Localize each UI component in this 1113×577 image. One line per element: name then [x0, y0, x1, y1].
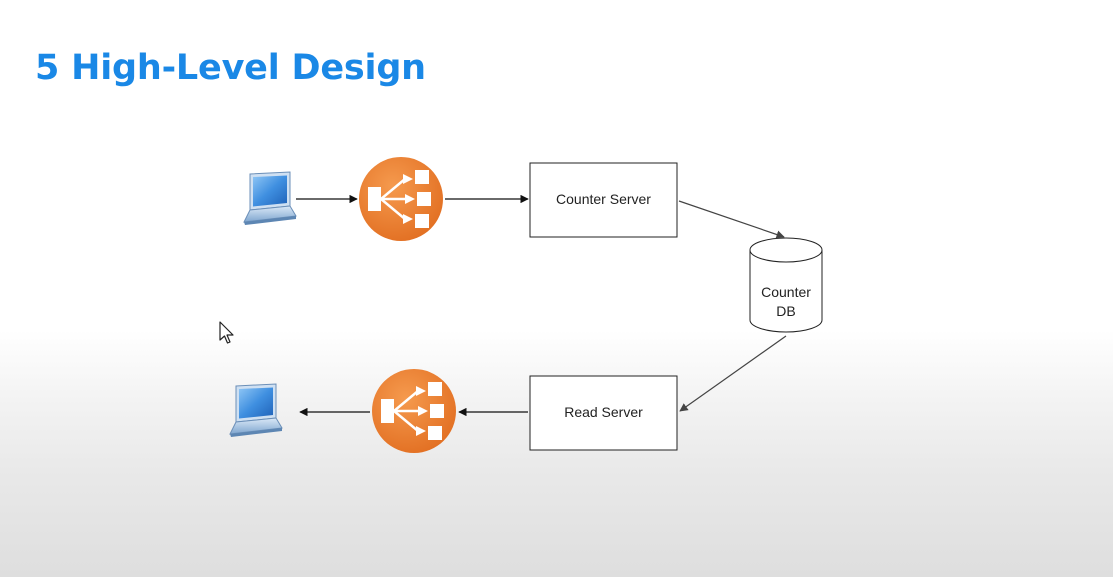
- load-balancer-icon: [359, 157, 443, 241]
- client-laptop-bottom: [229, 383, 283, 437]
- counter-db-label-line1: Counter: [761, 284, 811, 300]
- counter-server-label: Counter Server: [556, 191, 651, 207]
- load-balancer-icon: [372, 369, 456, 453]
- counter-db-cylinder: [749, 250, 823, 333]
- load-balancer-bottom: [372, 369, 456, 453]
- edge-counter-server-to-db: [678, 200, 785, 239]
- read-server-box: [529, 375, 678, 451]
- counter-server-node: Counter Server: [529, 162, 678, 238]
- load-balancer-top: [359, 157, 443, 241]
- laptop-icon: [243, 171, 297, 225]
- mouse-pointer-icon: [219, 321, 234, 344]
- counter-db-top: [749, 237, 823, 263]
- counter-db-node: Counter DB: [749, 237, 823, 333]
- edge-db-to-read-server: [679, 335, 787, 412]
- read-server-label: Read Server: [564, 404, 643, 420]
- counter-server-box: [529, 162, 678, 238]
- slide-title: 5 High-Level Design: [35, 48, 426, 88]
- counter-db-label-line2: DB: [776, 303, 795, 319]
- client-laptop-top: [243, 171, 297, 225]
- laptop-icon: [229, 383, 283, 437]
- read-server-node: Read Server: [529, 375, 678, 451]
